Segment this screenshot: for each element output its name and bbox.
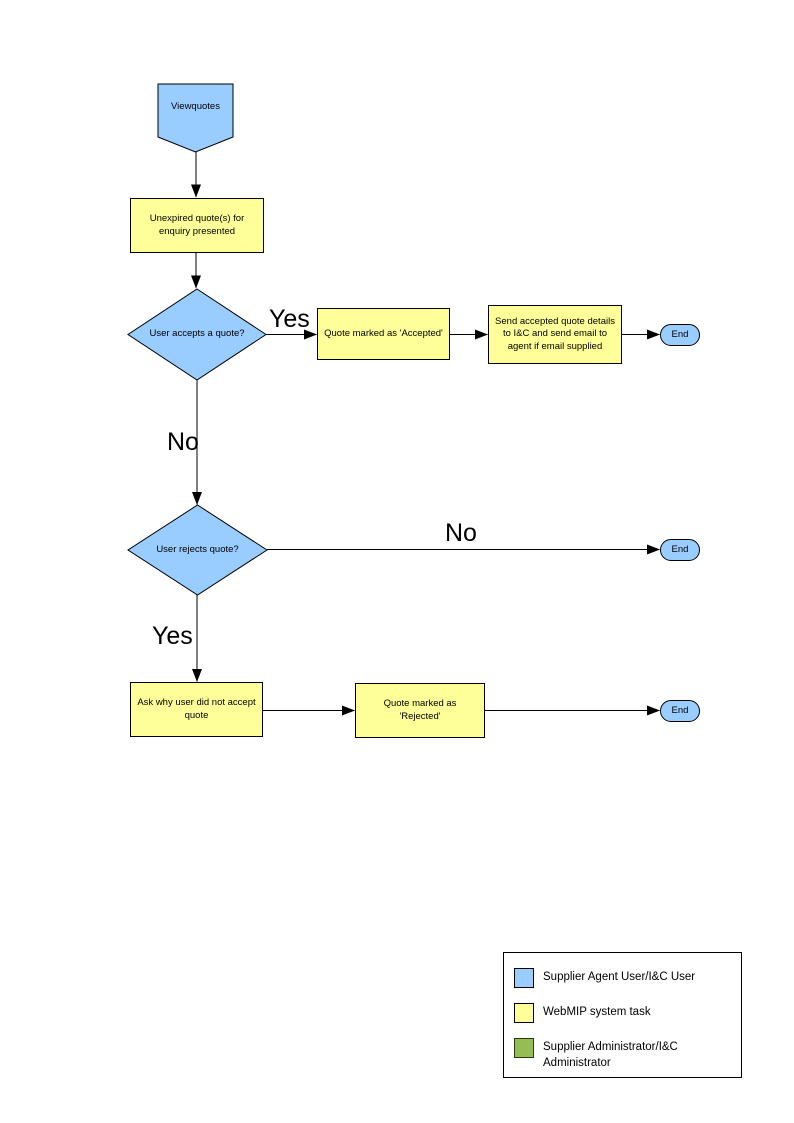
legend-label-webmip-task: WebMIP system task xyxy=(543,1006,651,1018)
legend-item-supplier-admin: Supplier Administrator/I&C Administrator xyxy=(514,1038,738,1071)
legend-swatch-green xyxy=(514,1038,534,1058)
process-marked-accepted: Quote marked as 'Accepted' xyxy=(317,308,450,360)
terminator-end-no-reject: End xyxy=(660,539,700,561)
terminator-end-accept: End xyxy=(660,324,700,346)
decision-rejects-label: User rejects quote? xyxy=(156,543,239,555)
process-send-details: Send accepted quote details to I&C and s… xyxy=(488,305,622,364)
start-pentagon-shape xyxy=(157,83,234,153)
legend-label-supplier-agent: Supplier Agent User/I&C User xyxy=(543,971,696,983)
process-unexpired-quotes: Unexpired quote(s) for enquiry presented xyxy=(130,198,264,253)
process-ask-why: Ask why user did not accept quote xyxy=(130,682,263,737)
legend: Supplier Agent User/I&C User WebMIP syst… xyxy=(503,952,742,1078)
legend-swatch-yellow xyxy=(514,1003,534,1023)
process-marked-rejected: Quote marked as 'Rejected' xyxy=(355,683,485,738)
edge-label-accept-no: No xyxy=(167,428,199,456)
edge-label-reject-no: No xyxy=(445,519,477,547)
decision-accepts-label: User accepts a quote? xyxy=(149,328,245,340)
legend-item-supplier-agent: Supplier Agent User/I&C User xyxy=(514,968,738,988)
legend-swatch-blue xyxy=(514,968,534,988)
start-pentagon-label: Viewquotes xyxy=(171,100,220,112)
terminator-end-reject: End xyxy=(660,700,700,722)
legend-item-webmip-task: WebMIP system task xyxy=(514,1003,738,1023)
edge-label-reject-yes: Yes xyxy=(152,622,193,650)
edge-label-accept-yes: Yes xyxy=(269,305,310,333)
legend-label-supplier-admin: Supplier Administrator/I&C Administrator xyxy=(543,1041,678,1069)
